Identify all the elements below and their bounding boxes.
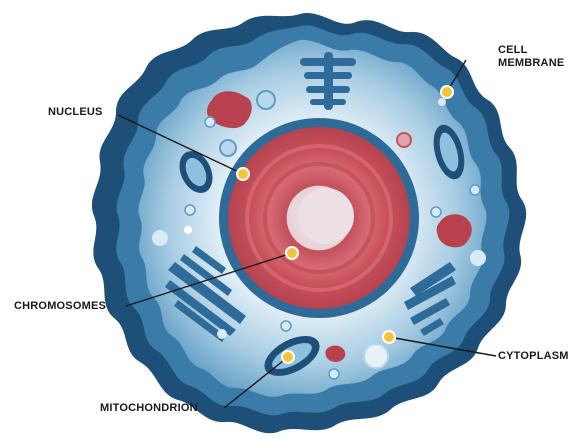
marker-chromosomes: [286, 247, 298, 259]
label-cell-membrane-line2: MEMBRANE: [498, 57, 564, 70]
marker-mitochondrion: [282, 351, 294, 363]
label-cytoplasm: CYTOPLASM: [498, 350, 569, 363]
label-chromosomes: CHROMOSOMES: [14, 300, 106, 313]
nucleolus: [298, 188, 354, 244]
label-mitochondrion: MITOCHONDRION: [100, 402, 198, 415]
label-cell-membrane-line1: CELL: [498, 44, 564, 57]
marker-cell-membrane: [441, 86, 453, 98]
label-nucleus: NUCLEUS: [48, 106, 103, 119]
marker-nucleus: [237, 168, 249, 180]
label-cell-membrane: CELL MEMBRANE: [498, 44, 564, 70]
marker-cytoplasm: [383, 331, 395, 343]
